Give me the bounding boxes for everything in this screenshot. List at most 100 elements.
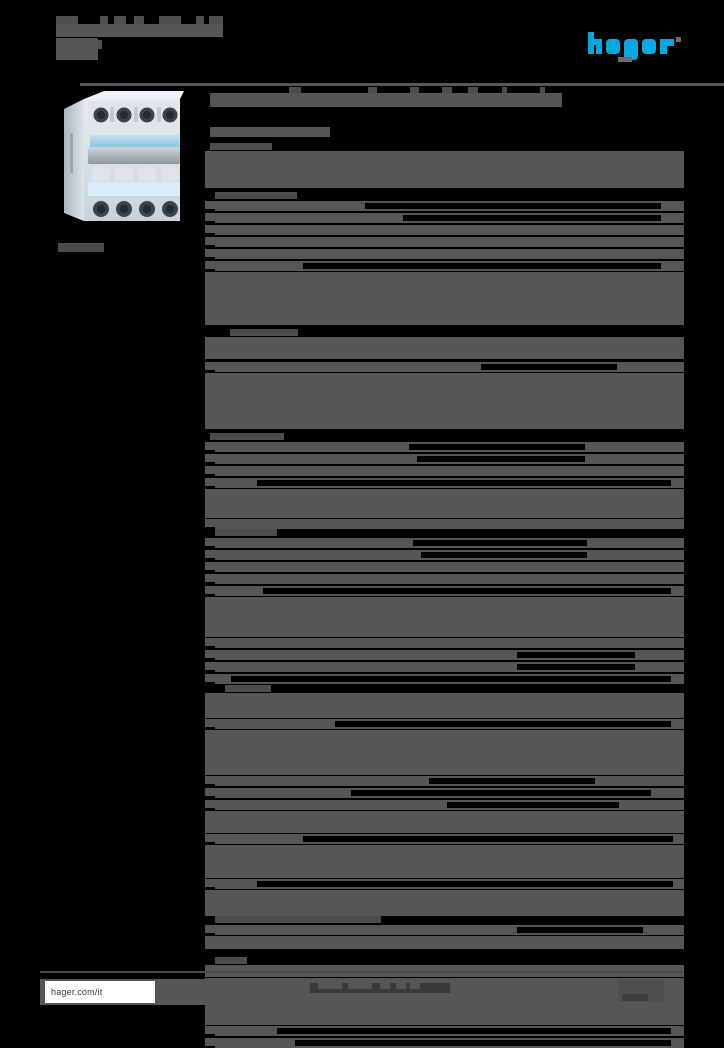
row-value-gap [517, 927, 643, 933]
row-value-gap [417, 456, 585, 462]
row-fill [215, 519, 684, 529]
title-line-3 [56, 50, 98, 60]
table-row [205, 549, 684, 560]
table-row [205, 441, 684, 452]
row-value-gap [481, 364, 617, 370]
row-value-gap [303, 836, 673, 842]
row-marker [205, 650, 215, 658]
website-url-box[interactable]: hager.com/it [45, 981, 155, 1003]
table-row [205, 1025, 684, 1036]
row-marker [205, 800, 215, 808]
section-4-block [205, 597, 684, 637]
section-5-block [205, 693, 684, 718]
title-glyph [209, 16, 223, 25]
row-marker [205, 519, 215, 527]
table-row [205, 799, 684, 810]
footer-right-text-redacted [618, 980, 664, 1002]
row-marker [205, 213, 215, 221]
table-row [205, 661, 684, 672]
row-value-gap [413, 540, 587, 546]
row-marker [205, 442, 215, 450]
section-3-block [205, 489, 684, 518]
product-title-redacted [210, 93, 562, 107]
title-glyph [159, 16, 181, 25]
row-marker [205, 1026, 215, 1034]
row-fill [215, 362, 684, 372]
table-row [205, 673, 684, 684]
table-row [205, 1037, 684, 1048]
row-value-gap [447, 802, 619, 808]
row-marker [205, 478, 215, 486]
datasheet-page: hager.com/it [40, 14, 724, 1048]
table-row [205, 637, 684, 648]
row-value-gap [295, 1040, 671, 1046]
hager-logo [588, 29, 684, 62]
section-2-block-2 [205, 373, 684, 429]
table-row [205, 453, 684, 464]
title-glyph [100, 16, 108, 25]
row-marker [205, 225, 215, 233]
table-row [205, 573, 684, 584]
document-title-redacted [56, 14, 306, 60]
footer-center-text-redacted [310, 980, 450, 1003]
table-row [205, 477, 684, 488]
row-marker [205, 662, 215, 670]
row-marker [205, 776, 215, 784]
row-value-gap [303, 263, 661, 269]
row-value-gap [335, 721, 671, 727]
row-value-gap [231, 676, 671, 682]
footer-divider [40, 971, 684, 973]
section-4-label [215, 529, 277, 536]
row-fill [215, 662, 684, 672]
page-header [40, 14, 724, 86]
table-row [205, 236, 684, 247]
title-glyph [196, 16, 204, 25]
table-row [205, 561, 684, 572]
section-6-block-2 [205, 845, 684, 878]
table-row [205, 212, 684, 223]
row-marker [205, 925, 215, 933]
row-marker [205, 466, 215, 474]
row-value-gap [365, 203, 661, 209]
section-6-block [205, 811, 684, 833]
product-caption-redacted [58, 243, 104, 252]
row-value-gap [263, 588, 671, 594]
section-5-block-2 [205, 730, 684, 775]
row-fill [215, 225, 684, 235]
table-row [205, 248, 684, 259]
row-value-gap [429, 778, 595, 784]
row-marker [205, 638, 215, 646]
page-footer: hager.com/it [40, 971, 684, 1015]
row-marker [205, 538, 215, 546]
section-4-end-label [225, 685, 271, 692]
section-3-label [210, 433, 284, 440]
section-1-block [205, 272, 684, 325]
row-value-gap [517, 664, 635, 670]
section-8-label [215, 957, 247, 964]
product-image [58, 85, 186, 231]
row-marker [205, 362, 215, 370]
section-0-label [210, 143, 272, 150]
table-row [205, 224, 684, 235]
row-value-gap [403, 215, 661, 221]
table-row [205, 649, 684, 660]
header-divider [80, 83, 724, 86]
row-marker [205, 562, 215, 570]
section-2-label [230, 329, 298, 336]
row-marker [205, 261, 215, 269]
row-marker [205, 788, 215, 796]
row-marker [205, 719, 215, 727]
table-row [205, 924, 684, 935]
row-marker [205, 249, 215, 257]
title-glyph [134, 16, 144, 25]
section-0-band [205, 151, 684, 188]
title-glyph [98, 40, 102, 49]
table-row [205, 775, 684, 786]
table-row [205, 585, 684, 596]
table-row [205, 878, 684, 889]
row-marker [205, 674, 215, 682]
title-glyph [114, 16, 126, 25]
row-fill [215, 562, 684, 572]
title-glyph [56, 16, 78, 25]
title-line-1 [56, 24, 223, 37]
